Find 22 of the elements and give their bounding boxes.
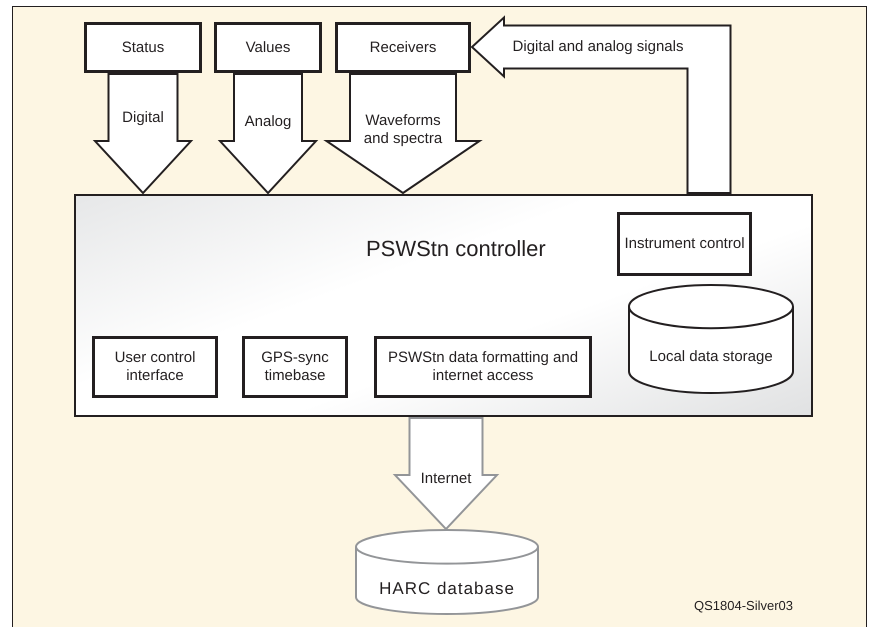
edge-label: Digital and analog signals [512,38,684,56]
block-arrow [392,417,500,530]
panel-title: PSWStn controller [366,236,546,262]
block-arrow [218,73,318,194]
process-box: Receivers [335,22,471,73]
process-box: Instrument control [617,212,752,276]
controller-panel [74,194,813,417]
process-box: Status [84,22,202,73]
process-box: GPS-sync timebase [242,336,348,398]
process-box: User control interface [92,336,218,398]
block-arrow [92,73,194,194]
edge-label: Digital [122,109,164,127]
figure-id: QS1804-Silver03 [694,598,793,613]
storage-label: HARC database [378,578,516,599]
process-box: PSWStn data formatting and internet access [374,336,592,398]
edge-label: Waveforms and spectra [362,112,444,148]
edge-label: Analog [244,113,292,131]
block-arrow [470,15,732,194]
process-box: Values [214,22,322,73]
block-arrow [323,73,483,194]
edge-label: Internet [420,470,472,488]
storage-label: Local data storage [648,348,774,365]
